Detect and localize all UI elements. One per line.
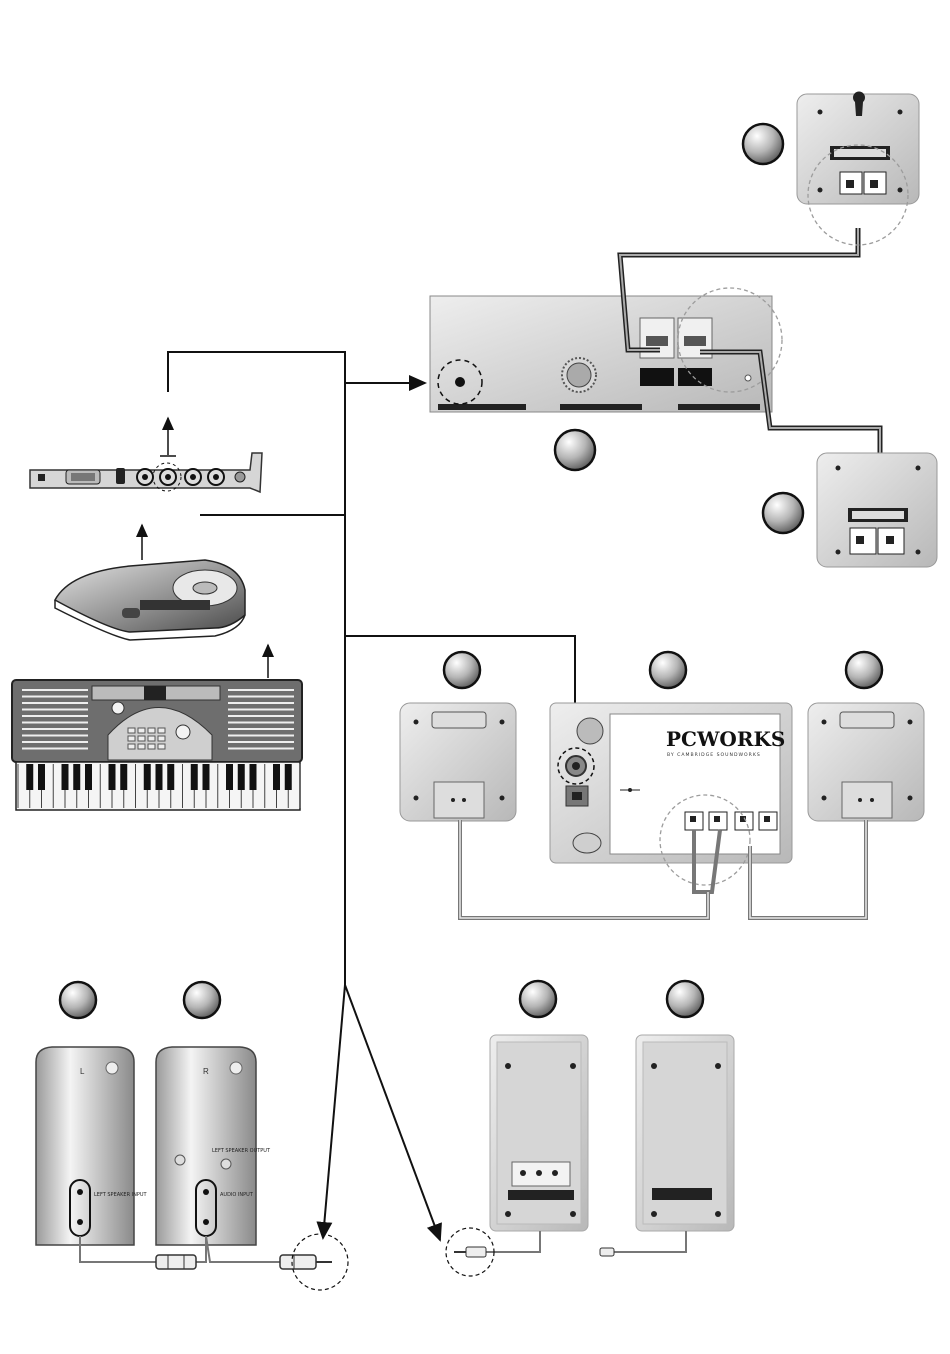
black-key <box>38 764 45 790</box>
black-key <box>167 764 174 790</box>
black-key <box>73 764 80 790</box>
keyboard-button <box>148 728 155 733</box>
black-key <box>250 764 257 790</box>
keyboard-button <box>138 744 145 749</box>
left-speaker-output-label: LEFT SPEAKER OUTPUT <box>212 1148 271 1154</box>
black-key <box>273 764 280 790</box>
marker-satellite-top <box>743 124 783 164</box>
black-key <box>238 764 245 790</box>
satellite-speaker-right <box>817 453 937 567</box>
keyboard <box>12 680 302 810</box>
marker-bookshelf-right <box>667 981 703 1017</box>
keyboard-button <box>158 736 165 741</box>
marker-control-unit <box>555 430 595 470</box>
left-speaker-input-label: LEFT SPEAKER INPUT <box>94 1192 148 1198</box>
pcworks-left-satellite <box>400 703 516 821</box>
keyboard-button <box>148 736 155 741</box>
black-key <box>120 764 127 790</box>
powered-speaker-right: R LEFT SPEAKER OUTPUT AUDIO INPUT <box>156 1047 271 1245</box>
right-channel-label: R <box>203 1067 209 1076</box>
black-key <box>285 764 292 790</box>
black-key <box>226 764 233 790</box>
keyboard-button <box>128 736 135 741</box>
bookshelf-speaker-cables <box>486 1231 686 1252</box>
keyboard-button <box>148 744 155 749</box>
keyboard-button <box>138 728 145 733</box>
marker-powered-left <box>60 982 96 1018</box>
brand-logo: PCWORKS <box>666 727 785 751</box>
marker-bookshelf-left <box>520 981 556 1017</box>
left-channel-label: L <box>80 1067 85 1076</box>
black-key <box>85 764 92 790</box>
keyboard-button <box>128 744 135 749</box>
black-key <box>191 764 198 790</box>
marker-pcworks-left <box>444 652 480 688</box>
sound-card <box>30 453 262 492</box>
black-key <box>109 764 116 790</box>
keyboard-button <box>158 728 165 733</box>
satellite-speaker-top <box>797 92 919 245</box>
bookshelf-speaker-right <box>636 1035 734 1231</box>
black-key <box>26 764 33 790</box>
black-key <box>144 764 151 790</box>
pcworks-right-satellite <box>808 703 924 821</box>
powered-speaker-left: L LEFT SPEAKER INPUT <box>36 1047 148 1245</box>
audio-input-label: AUDIO INPUT <box>220 1192 254 1198</box>
marker-pcworks-right <box>846 652 882 688</box>
marker-pcworks-sub <box>650 652 686 688</box>
black-key <box>203 764 210 790</box>
keyboard-button <box>138 736 145 741</box>
brand-tagline: BY CAMBRIDGE SOUNDWORKS <box>667 752 761 758</box>
pcworks-subwoofer: PCWORKS BY CAMBRIDGE SOUNDWORKS <box>550 703 792 885</box>
black-key <box>156 764 163 790</box>
black-key <box>62 764 69 790</box>
keyboard-button <box>128 728 135 733</box>
marker-satellite-right <box>763 493 803 533</box>
keyboard-button <box>158 744 165 749</box>
cd-player <box>55 560 245 640</box>
marker-powered-right <box>184 982 220 1018</box>
bookshelf-speaker-left <box>490 1035 588 1231</box>
